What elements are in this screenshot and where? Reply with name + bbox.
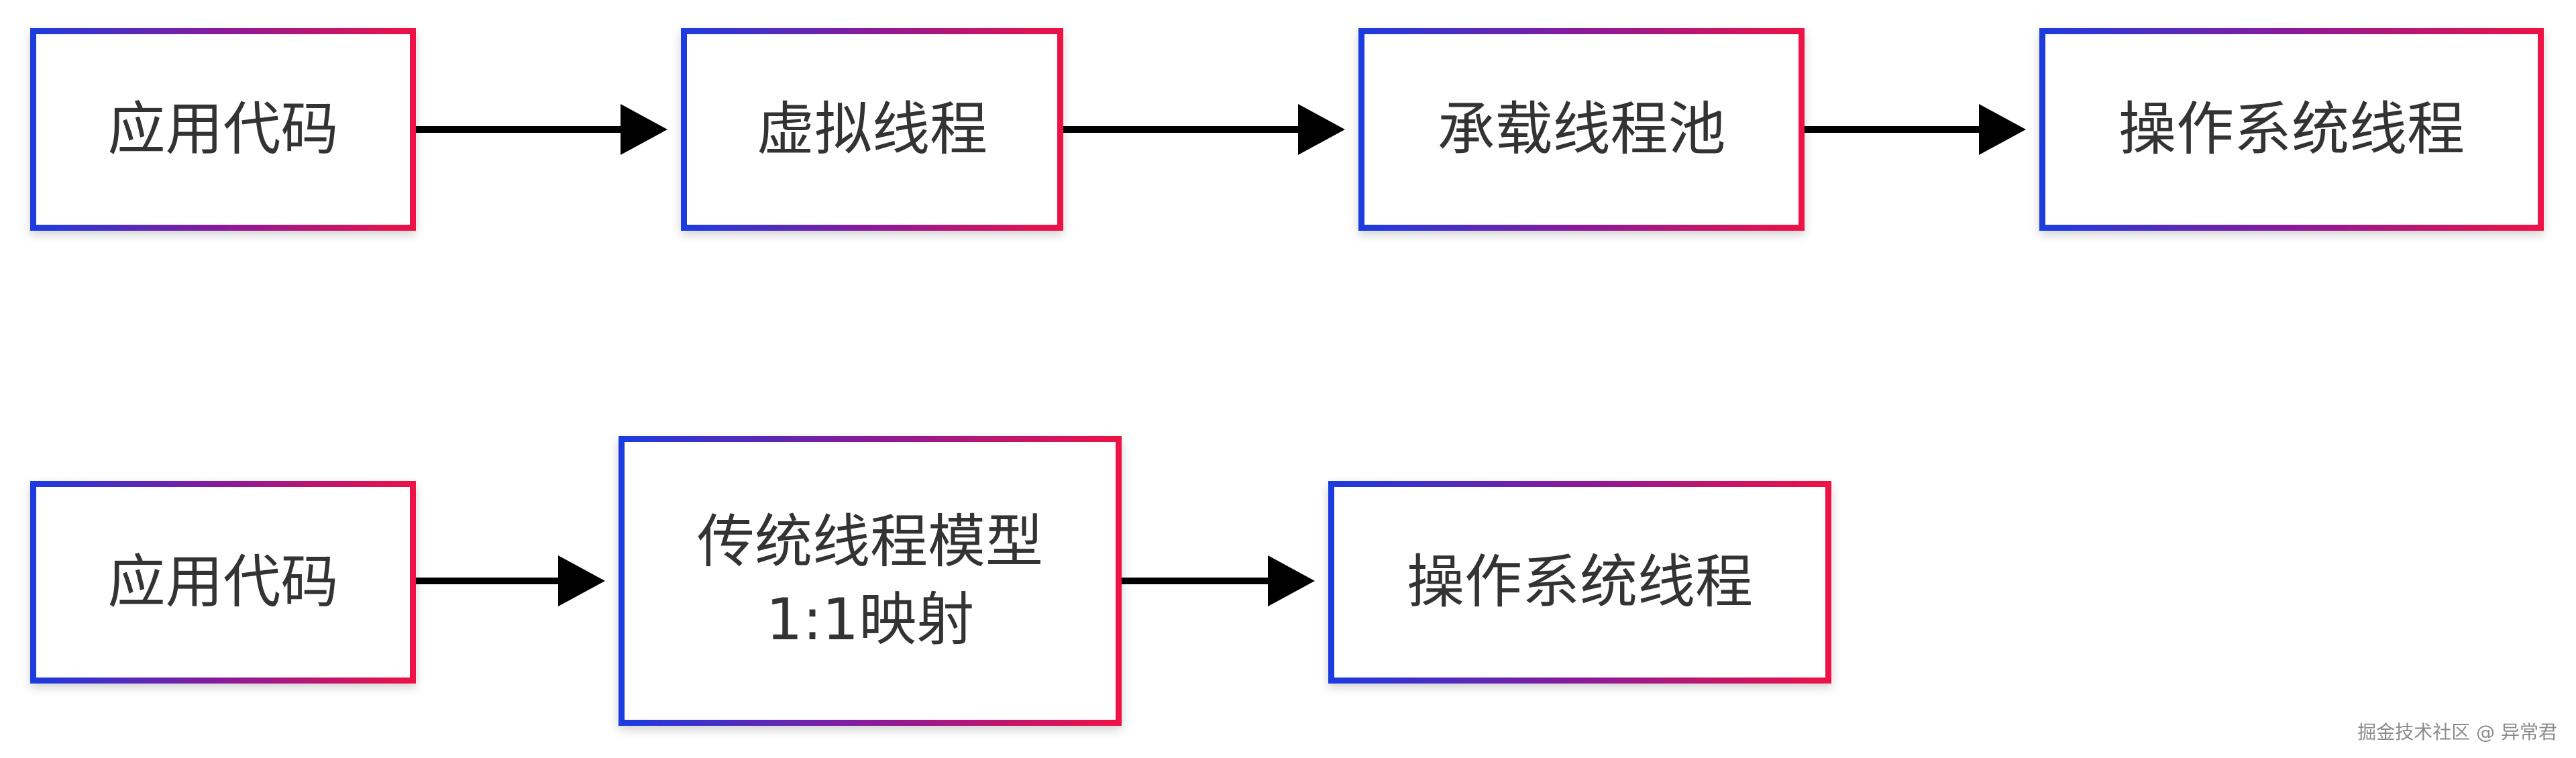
edge-traditional-model-to-os-thread [1122,555,1315,606]
edge-carrier-pool-to-os-thread [1805,104,2026,155]
node-label: 承载线程池 [1437,95,1726,163]
node-application-code: 应用代码 [30,481,416,684]
node-label-line1: 传统线程模型 [697,508,1043,576]
node-os-thread: 操作系统线程 [1328,481,1831,684]
node-label: 虚拟线程 [757,95,987,163]
node-carrier-thread-pool: 承载线程池 [1358,28,1805,231]
node-label: 操作系统线程 [2118,95,2465,163]
node-virtual-thread: 虚拟线程 [681,28,1063,231]
node-label: 应用代码 [107,95,339,163]
edge-app-to-virtual-thread [416,104,667,155]
edge-app-to-traditional-model [416,555,605,606]
edge-virtual-thread-to-carrier-pool [1063,104,1345,155]
node-label: 应用代码 [107,548,339,616]
node-application-code: 应用代码 [30,28,416,231]
node-traditional-thread-model: 传统线程模型 1:1映射 [619,436,1122,726]
node-label: 操作系统线程 [1407,548,1753,616]
node-label-line2: 1:1映射 [765,586,975,653]
watermark: 掘金技术社区 @ 异常君 [2357,721,2557,743]
node-os-thread: 操作系统线程 [2039,28,2544,231]
